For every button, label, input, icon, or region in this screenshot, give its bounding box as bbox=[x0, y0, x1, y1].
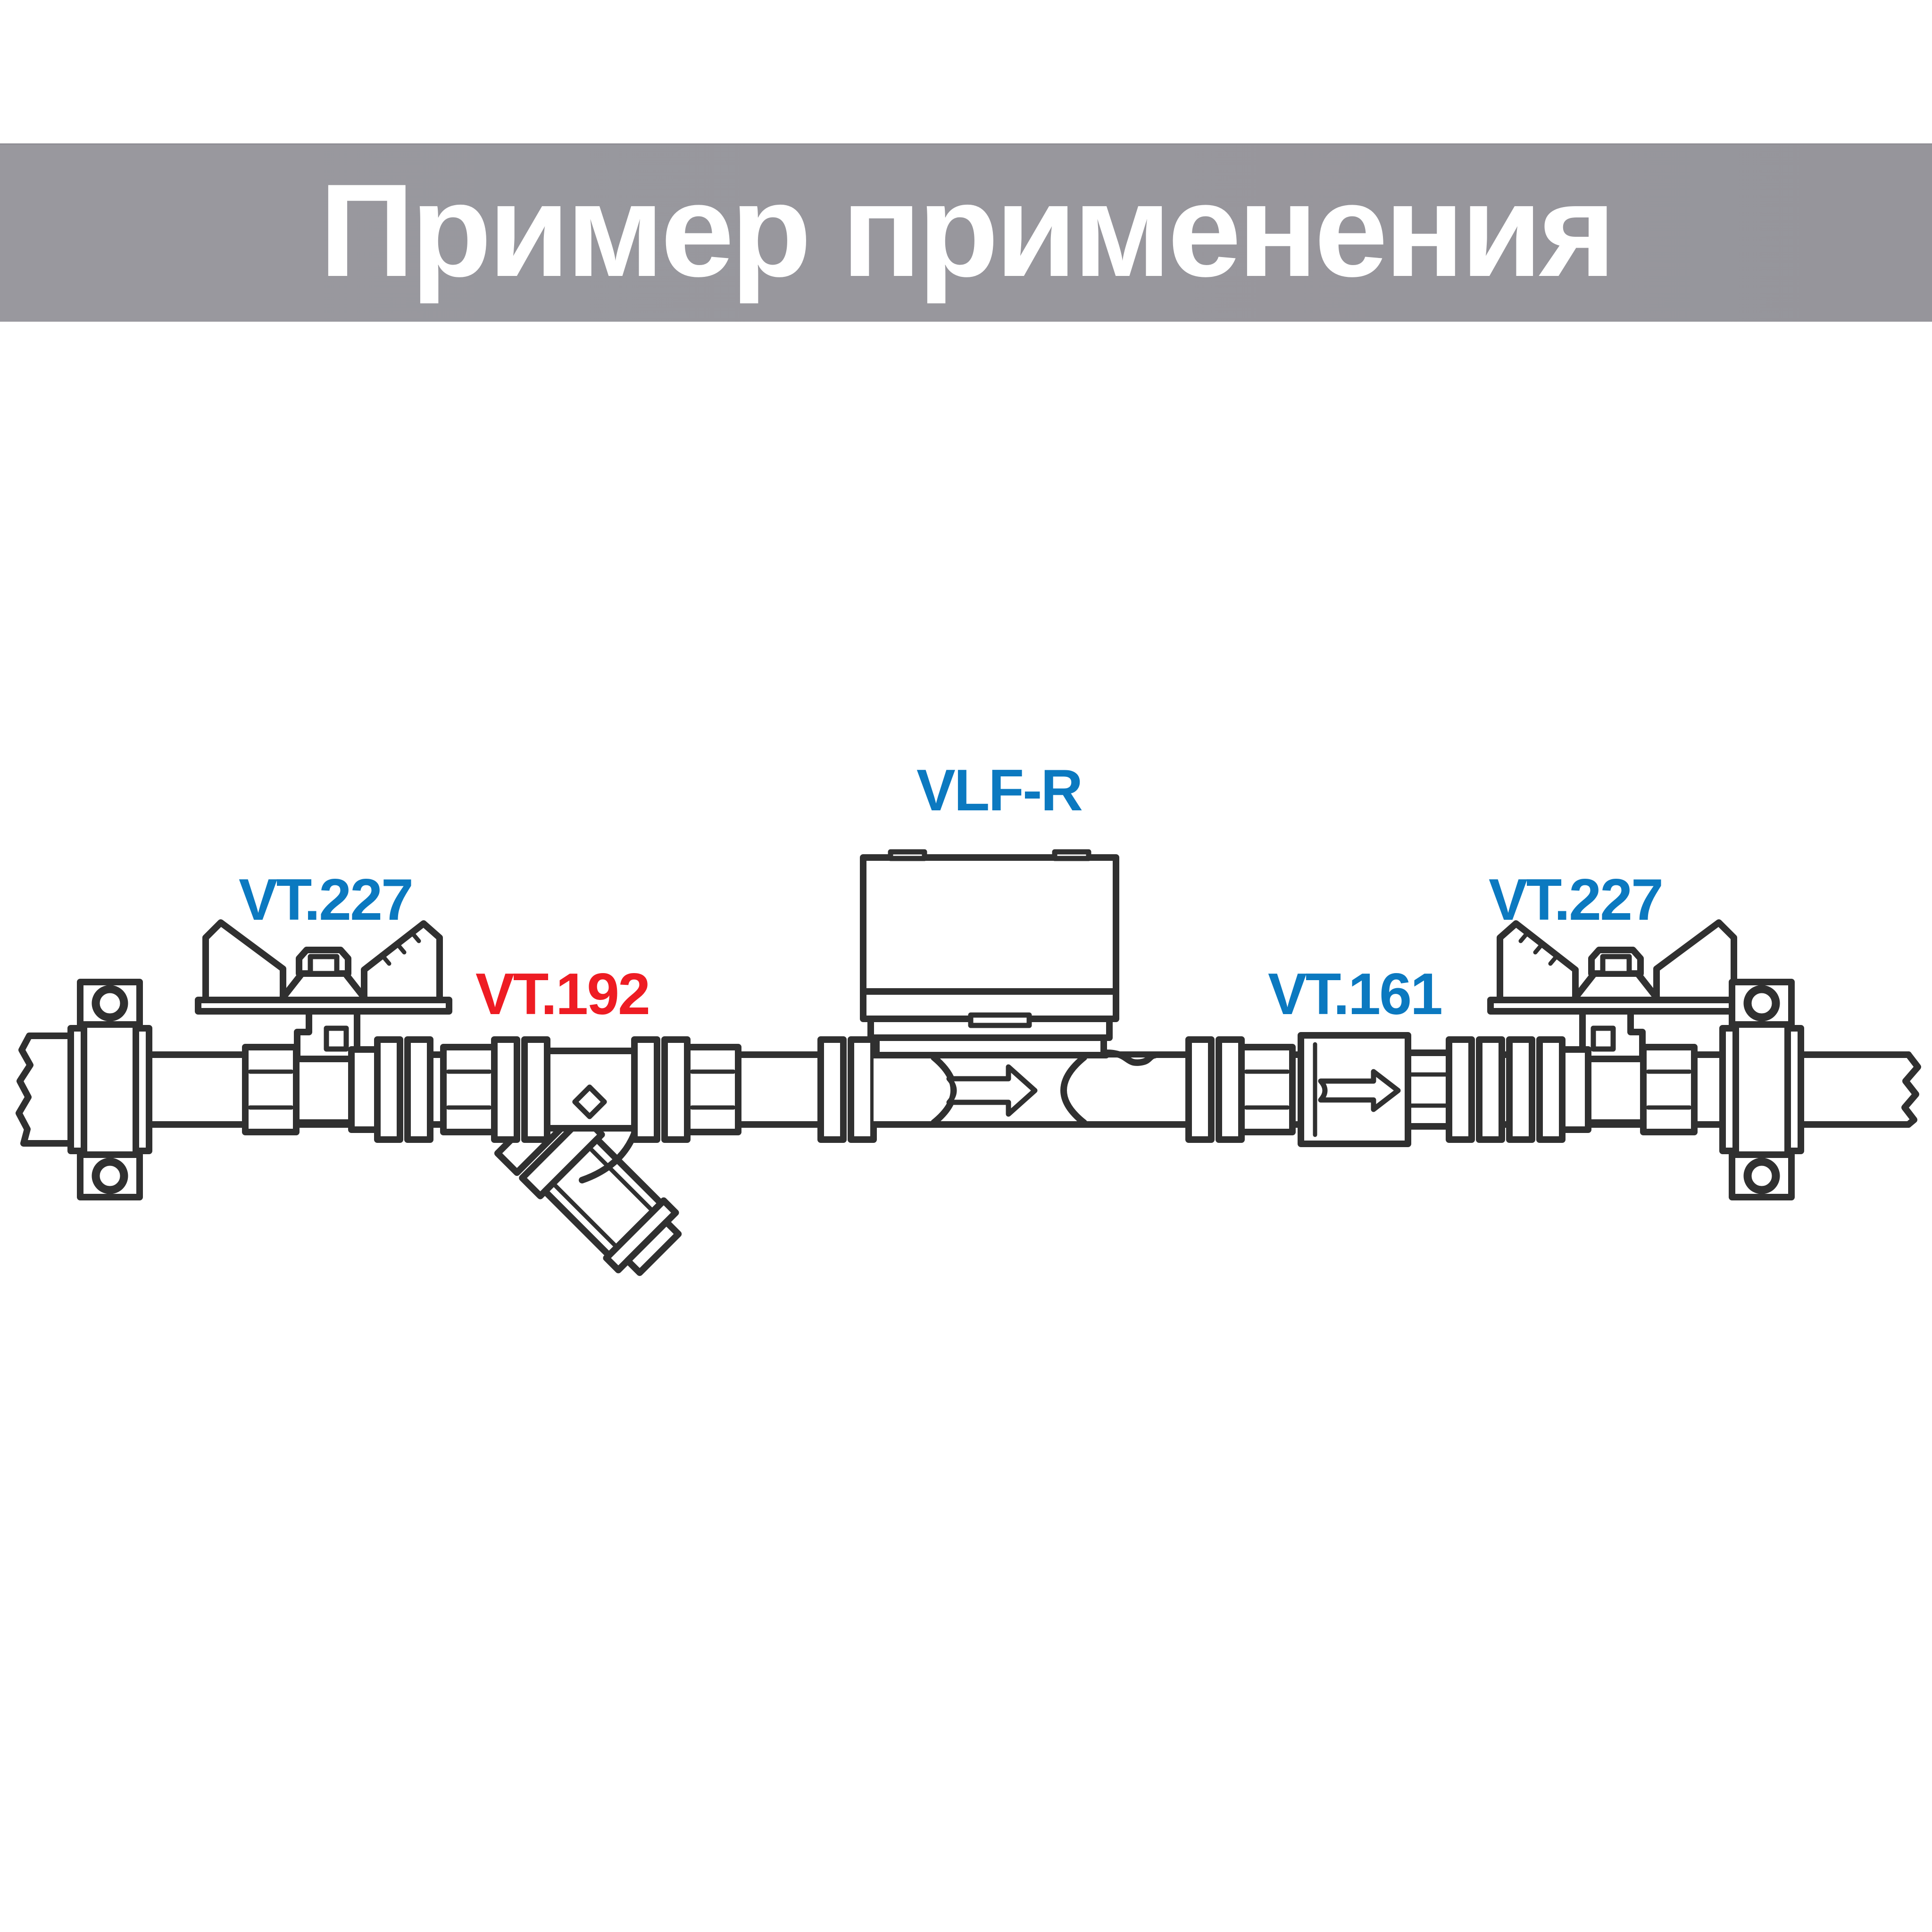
ball-valve-right bbox=[1491, 923, 1741, 1140]
union-nut bbox=[634, 1040, 687, 1140]
y-strainer bbox=[443, 1040, 738, 1276]
label-vt192: VT.192 bbox=[475, 962, 649, 1027]
venturi-right bbox=[1060, 1054, 1087, 1126]
union-nut bbox=[494, 1040, 547, 1140]
flow-arrow-icon bbox=[946, 1064, 1038, 1117]
meter-display-head bbox=[860, 854, 1119, 995]
check-valve bbox=[1189, 1032, 1502, 1147]
ball-valve-left bbox=[198, 923, 449, 1140]
label-vt161: VT.161 bbox=[1268, 962, 1441, 1027]
union-nut bbox=[1189, 1040, 1241, 1140]
water-meter bbox=[821, 849, 1158, 1140]
header-banner: Пример применения bbox=[0, 143, 1932, 322]
page-title: Пример применения bbox=[319, 157, 1616, 304]
broken-pipe-end-right bbox=[1901, 1051, 1921, 1128]
label-vt227-left: VT.227 bbox=[239, 867, 412, 933]
check-flow-arrow-icon bbox=[1318, 1069, 1401, 1112]
pipe-clamp-right bbox=[1723, 982, 1801, 1197]
strainer-nut-left bbox=[443, 1047, 494, 1132]
union-nut bbox=[821, 1040, 874, 1140]
meter-head-tab bbox=[1052, 849, 1091, 861]
strainer-nut-right bbox=[687, 1047, 738, 1132]
meter-base bbox=[873, 1034, 1107, 1058]
meter-head-tab bbox=[888, 849, 927, 861]
label-vlf-r: VLF-R bbox=[916, 758, 1082, 823]
pipe-clamp-left bbox=[71, 982, 149, 1197]
check-valve-outlet bbox=[1405, 1049, 1452, 1130]
union-nut bbox=[1449, 1040, 1502, 1140]
label-vt227-right: VT.227 bbox=[1489, 867, 1662, 933]
meter-lid-clasp bbox=[968, 1012, 1032, 1028]
check-valve-nut bbox=[1241, 1047, 1292, 1132]
strainer-cap-bolt bbox=[572, 1084, 607, 1119]
